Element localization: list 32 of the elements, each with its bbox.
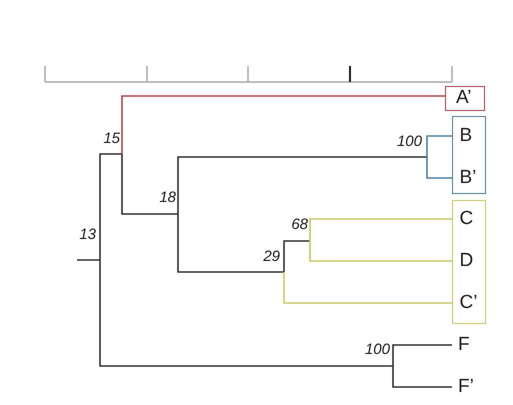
tree-branch	[99, 153, 122, 260]
support-value: 68	[276, 216, 308, 234]
tree-branch	[392, 344, 452, 366]
tree-branch	[121, 95, 445, 154]
taxon-label: F’	[452, 375, 486, 399]
tree-branch	[177, 156, 427, 214]
support-value: 100	[380, 133, 422, 151]
group-box	[452, 200, 486, 324]
support-value: 29	[248, 248, 280, 266]
taxon-label: D	[454, 248, 484, 272]
group-box	[452, 116, 486, 194]
tree-branch	[99, 260, 393, 367]
tree-branch	[392, 366, 452, 388]
taxon-label: C	[454, 206, 484, 230]
tree-branch	[283, 272, 454, 304]
tree-branch	[121, 154, 178, 215]
taxon-label: A’	[445, 86, 485, 111]
taxon-label: B’	[454, 166, 484, 190]
tree-branch	[426, 157, 454, 179]
tree-branch	[77, 259, 100, 261]
tree-branch	[283, 240, 310, 272]
taxon-label: F	[452, 333, 482, 357]
support-value: 15	[94, 130, 120, 148]
tree-branch	[309, 218, 454, 241]
tree-branch	[309, 241, 454, 262]
tree-branch	[426, 135, 454, 157]
tree-branch	[177, 214, 284, 273]
support-value: 18	[148, 189, 176, 207]
taxon-label: C’	[454, 290, 484, 314]
support-value: 13	[66, 226, 96, 244]
support-value: 100	[348, 341, 390, 359]
taxon-label: B	[454, 124, 484, 148]
